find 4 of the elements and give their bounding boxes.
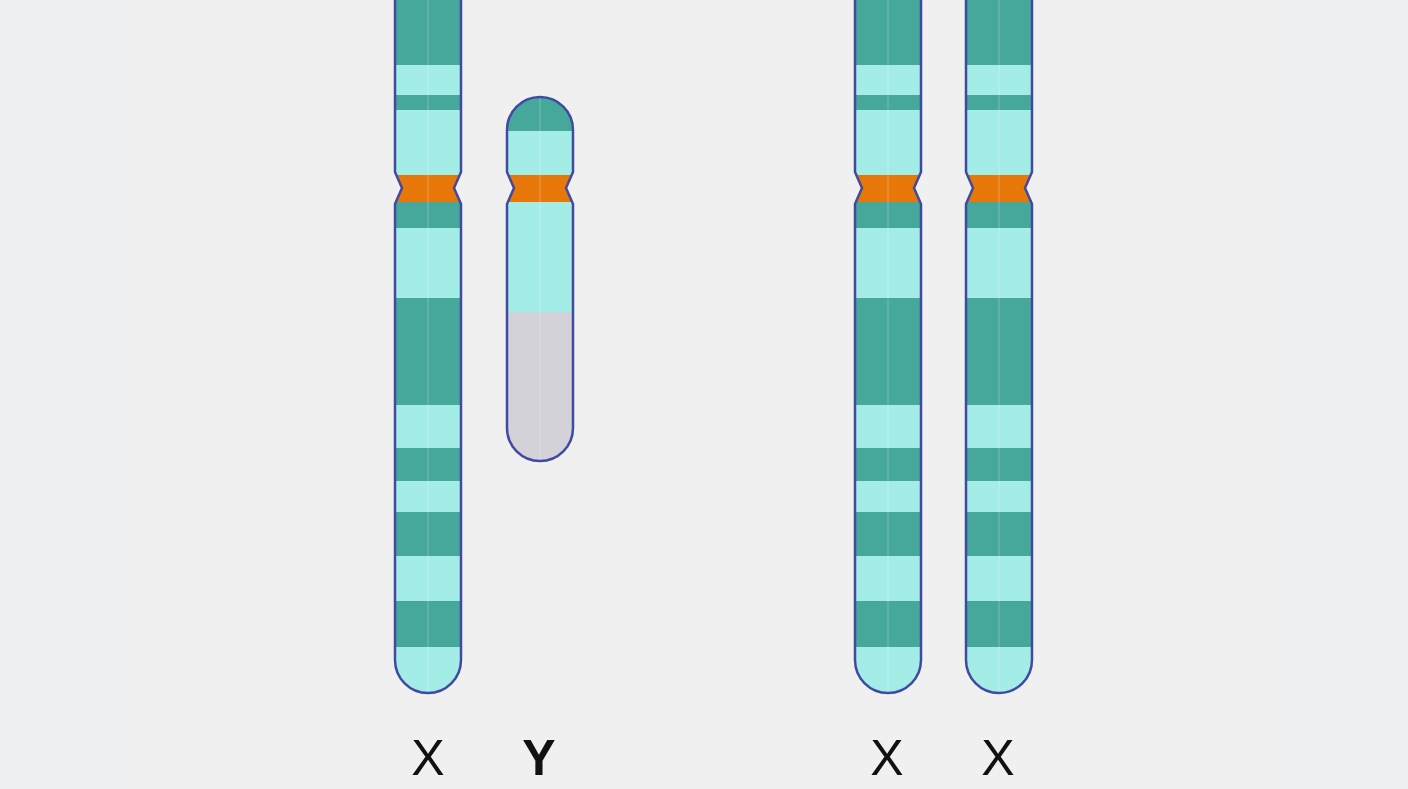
chromosome-label: X (870, 733, 904, 783)
chromosome-label: Y (522, 733, 556, 783)
chromosome-label: X (411, 733, 445, 783)
chromosome-label: X (981, 733, 1015, 783)
